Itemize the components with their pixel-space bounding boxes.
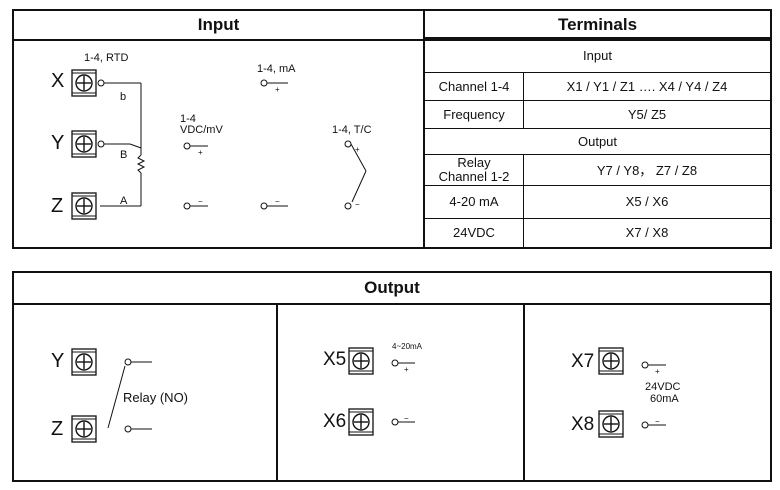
- ma-input-contact: [260, 79, 288, 87]
- supply-terminal-x8-label: X8: [571, 414, 595, 435]
- current-output-contacts: [391, 359, 415, 426]
- terminal-x-icon: [71, 69, 97, 97]
- terminals-table: Input Channel 1-4 X1 / Y1 / Z1 …. X4 / Y…: [423, 37, 772, 249]
- output-divider-1: [276, 303, 278, 480]
- row-value: X7 / X8: [523, 217, 772, 249]
- rtd-b-lower-label: b: [120, 91, 127, 103]
- rtd-a-label: A: [120, 195, 128, 207]
- output-divider-2: [523, 303, 525, 480]
- output-panel: Output: [12, 271, 772, 482]
- relay-terminal-y-label: Y: [51, 350, 65, 372]
- tc-label: 1-4, T/C: [332, 124, 372, 136]
- table-row: Channel 1-4 X1 / Y1 / Z1 …. X4 / Y4 / Z4: [423, 71, 772, 101]
- tc-input-contacts: [344, 140, 367, 210]
- current-label: 4~20mA: [392, 342, 423, 351]
- ma-minus-sign: −: [275, 197, 280, 206]
- supply-terminal-x7-label: X7: [571, 351, 595, 372]
- ma-plus-sign: +: [275, 85, 280, 94]
- current-plus-sign: +: [404, 365, 409, 374]
- relay-name-line2: Channel 1-2: [438, 168, 510, 184]
- row-name: Relay Channel 1-2: [423, 153, 524, 186]
- vdc-input-contacts: [183, 142, 288, 210]
- relay-label: Relay (NO): [123, 390, 189, 405]
- vdc-minus-sign: −: [198, 197, 203, 206]
- rtd-wiring: [97, 79, 146, 207]
- row-value: Y5/ Z5: [523, 99, 772, 129]
- table-row: Relay Channel 1-2 Y7 / Y8， Z7 / Z8: [423, 153, 772, 186]
- row-name: Frequency: [423, 99, 524, 129]
- row-value: X5 / X6: [523, 184, 772, 219]
- terminal-x-label: X: [51, 70, 65, 92]
- relay-name-line1: Relay: [457, 154, 491, 170]
- current-terminal-x5-label: X5: [323, 349, 347, 370]
- relay-terminal-z-label: Z: [51, 418, 64, 440]
- table-row: Frequency Y5/ Z5: [423, 99, 772, 129]
- table-row: 24VDC X7 / X8: [423, 217, 772, 249]
- supply-minus-sign: −: [655, 417, 660, 426]
- supply-voltage-label: 24VDC: [645, 381, 681, 393]
- row-name: 4-20 mA: [423, 184, 524, 219]
- supply-current-label: 60mA: [650, 393, 679, 405]
- terminals-input-header: Input: [423, 38, 772, 73]
- terminal-z-label: Z: [51, 195, 64, 217]
- terminal-y-label: Y: [51, 132, 65, 154]
- row-value: Y7 / Y8， Z7 / Z8: [523, 153, 772, 186]
- vdc-label-line2: VDC/mV: [180, 124, 223, 136]
- relay-contact: [107, 358, 152, 433]
- table-row: 4-20 mA X5 / X6: [423, 184, 772, 219]
- vdc-plus-sign: +: [198, 148, 203, 157]
- row-name: Channel 1-4: [423, 71, 524, 101]
- output-title: Output: [14, 273, 770, 305]
- current-minus-sign: −: [404, 414, 409, 423]
- tc-minus-sign: −: [355, 200, 360, 209]
- terminals-output-header: Output: [423, 127, 772, 155]
- input-title: Input: [14, 11, 423, 41]
- vdc-label-line1: 1-4: [180, 113, 196, 125]
- rtd-b-upper-label: B: [120, 149, 128, 161]
- ma-label: 1-4, mA: [257, 63, 296, 75]
- supply-plus-sign: +: [655, 367, 660, 376]
- terminal-z-icon: [71, 192, 97, 220]
- rtd-label: 1-4, RTD: [84, 52, 129, 64]
- tc-plus-sign: +: [355, 145, 360, 154]
- supply-output-contacts: [641, 361, 666, 429]
- row-name: 24VDC: [423, 217, 524, 249]
- terminal-y-icon: [71, 130, 97, 158]
- current-terminal-x6-label: X6: [323, 411, 347, 432]
- row-value: X1 / Y1 / Z1 …. X4 / Y4 / Z4: [523, 71, 772, 101]
